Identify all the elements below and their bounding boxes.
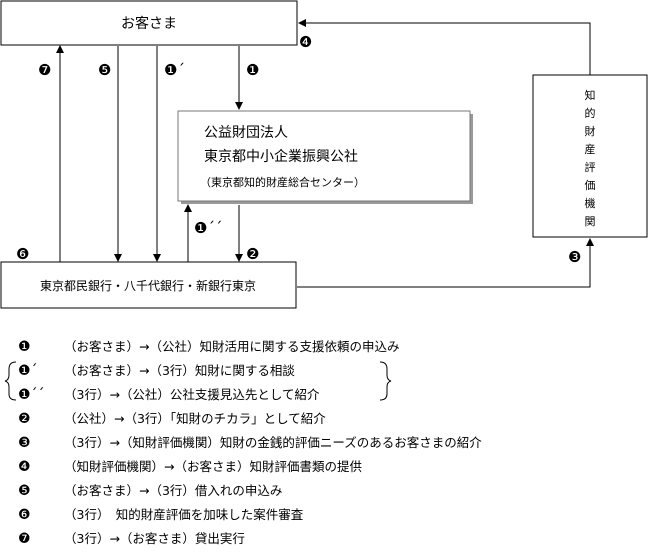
legend-marker: ❸ [18,435,31,451]
marker-5: ❺ [98,61,111,79]
legend-marker: ❷ [18,411,31,427]
legend-marker: ❶ [18,339,31,355]
legend-marker: ❼ [18,531,31,547]
marker-6: ❻ [16,245,29,263]
legend-marker: ❶´ [18,363,38,379]
marker-1: ❶ [246,61,259,79]
svg-text:機: 機 [585,196,596,210]
legend-text: （3行）→（知財評価機関）知財の金銭的評価ニーズのあるお客さまの紹介 [64,435,482,450]
kosha-line1: 公益財団法人 [204,125,288,141]
arrow-4 [298,19,591,75]
customer-box [0,0,298,46]
svg-text:財: 財 [585,124,596,138]
banks-label: 東京都民銀行・八千代銀行・新銀行東京 [40,278,256,293]
svg-text:評: 評 [585,160,596,174]
legend-text: （3行）→（公社）公社支援見込先として紹介 [64,387,320,402]
marker-1b: ❶´´ [194,219,222,237]
arrow-3 [297,238,594,288]
chizai-vertical-label: 知 的 財 産 評 価 機 関 [585,88,596,228]
legend-text: （お客さま）→（公社）知財活用に関する支援依頼の申込み [64,339,400,354]
svg-text:関: 関 [585,215,596,228]
legend-text: （知財評価機関）→（お客さま）知財評価書類の提供 [64,459,362,474]
svg-text:知: 知 [585,88,596,102]
marker-2: ❷ [246,245,259,263]
banks-box [0,261,297,309]
svg-text:価: 価 [585,179,596,192]
svg-text:的: 的 [585,106,596,120]
marker-4: ❹ [299,33,312,51]
customer-label: お客さま [121,15,177,32]
legend-text: （お客さま）→（3行）借入れの申込み [64,483,283,498]
legend-text: （お客さま）→（3行）知財に関する相談 [64,363,295,378]
marker-3: ❸ [568,248,581,266]
svg-text:産: 産 [585,143,596,156]
legend-text: （3行） 知的財産評価を加味した案件審査 [64,507,304,522]
kosha-line2: 東京都中小企業振興公社 [204,148,358,165]
legend-text: （3行）→（お客さま）貸出実行 [64,531,245,546]
marker-7: ❼ [38,61,51,79]
chizai-box [532,74,648,238]
legend-marker: ❹ [18,459,31,475]
kosha-box [177,110,471,202]
legend-marker: ❺ [18,483,31,499]
legend-marker: ❻ [18,507,31,523]
legend-marker: ❶´´ [18,387,45,403]
legend-text: （公社）→（3行）「知財のチカラ」として紹介 [64,411,326,426]
marker-1a: ❶´ [164,61,185,79]
kosha-line3: （東京都知的財産総合センター） [200,175,365,189]
